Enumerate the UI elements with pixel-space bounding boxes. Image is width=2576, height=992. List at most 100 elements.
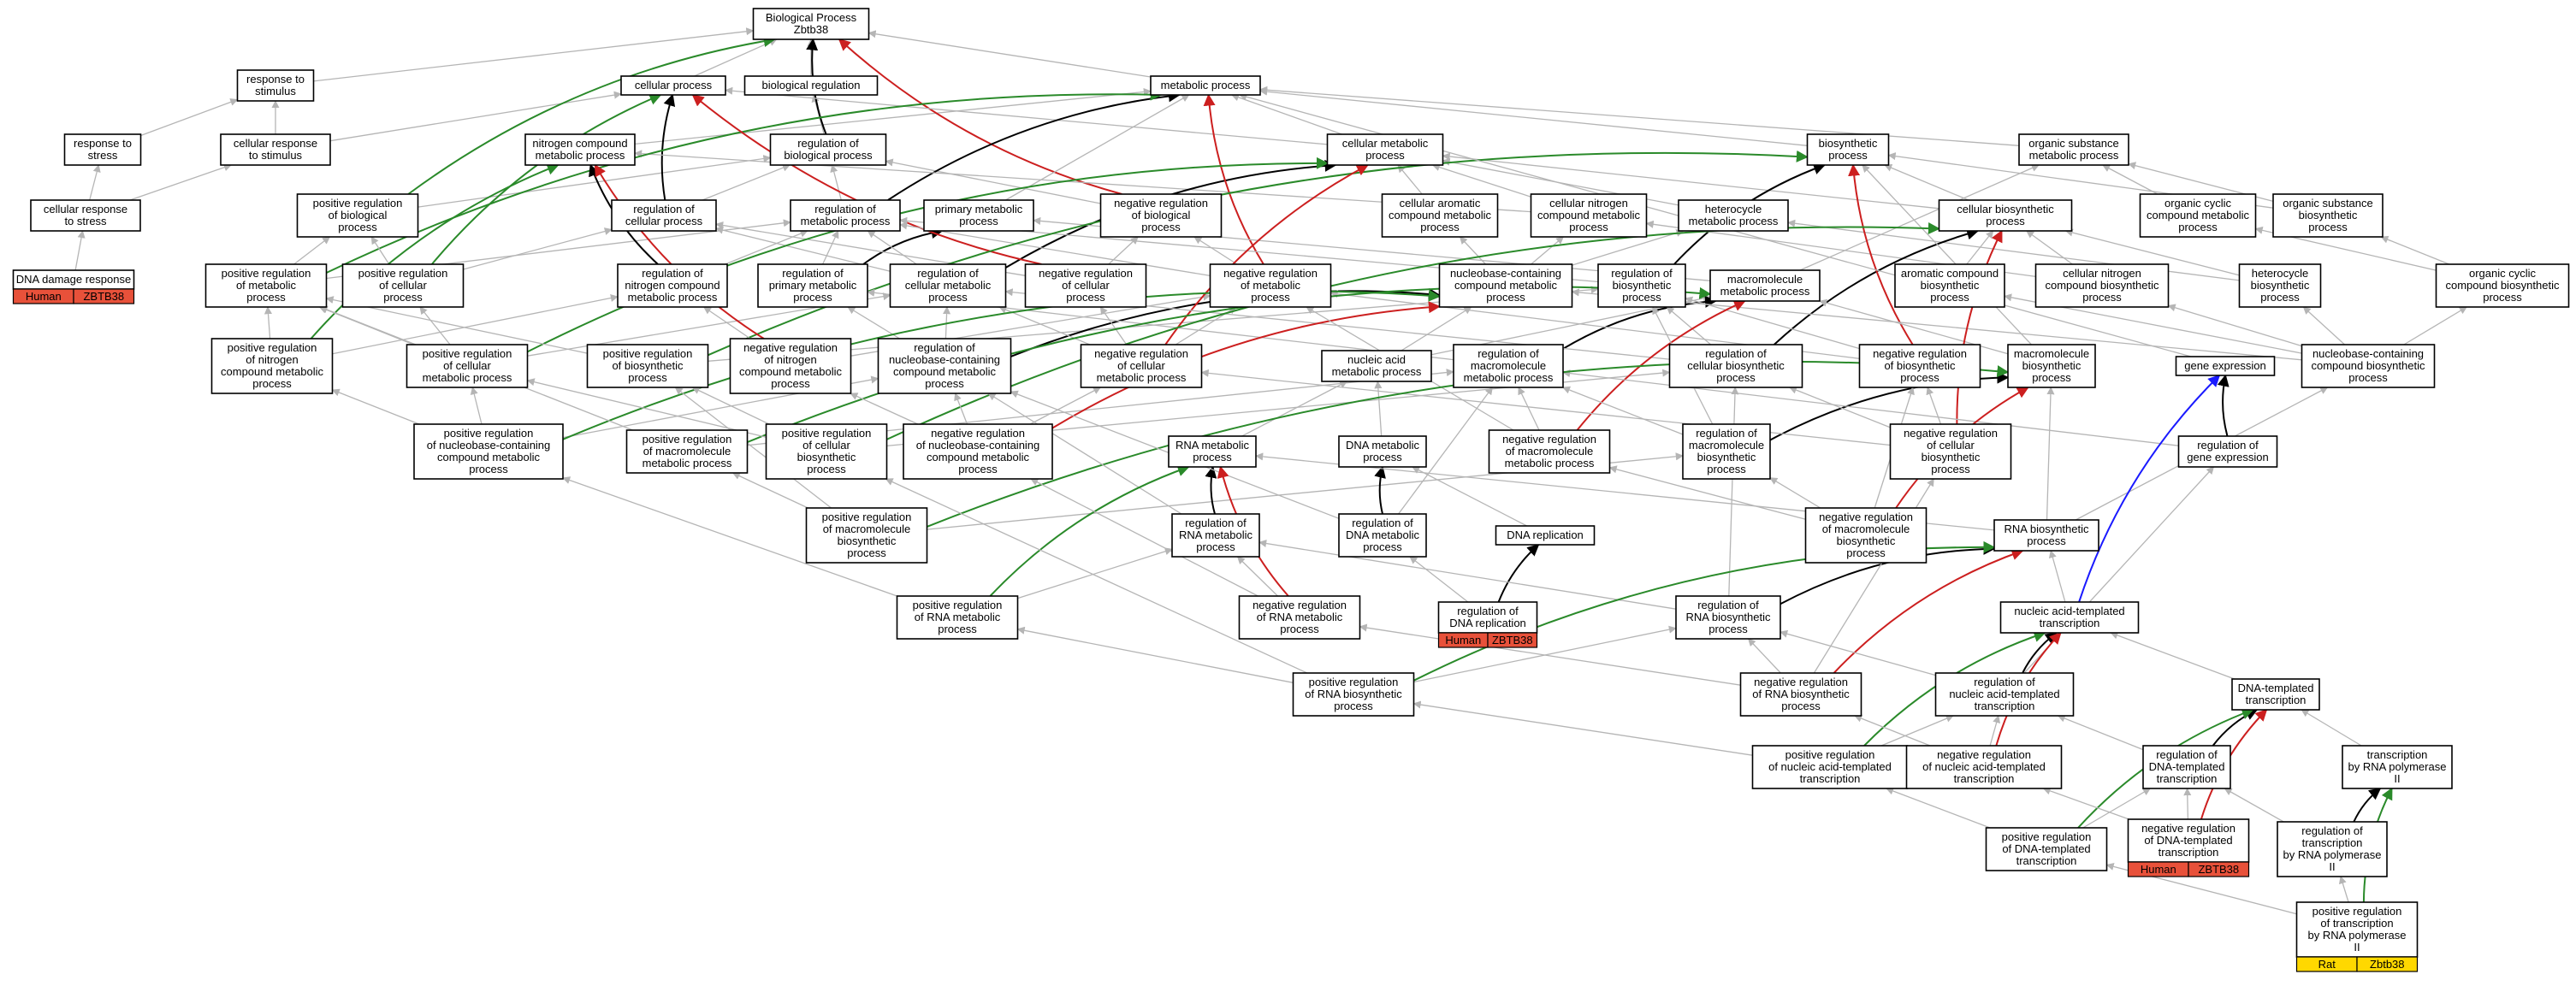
go-term-label-line: of RNA metabolic (915, 611, 1001, 623)
edge-regulates-rrnabp-to-rnabp (1780, 542, 1996, 605)
go-term-label-line: positive regulation (444, 427, 534, 440)
go-term-label-line: DNA metabolic (1346, 439, 1419, 452)
go-term-node-cp[interactable]: cellular process (620, 75, 726, 96)
go-term-label-line: by RNA polymerase (2348, 760, 2447, 773)
go-term-node-rmbp[interactable]: regulation ofmacromoleculebiosyntheticpr… (1682, 423, 1771, 480)
go-term-node-drep[interactable]: DNA replication (1495, 525, 1596, 546)
go-term-node-rnccmp[interactable]: regulation ofnucleobase-containingcompou… (877, 338, 1012, 394)
go-term-node-mp[interactable]: metabolic process (1150, 75, 1261, 96)
go-term-label-line: to stimulus (249, 149, 303, 162)
edge-positively-regulates-prrnamp-to-rnamp (989, 464, 1190, 597)
go-term-node-ge[interactable]: gene expression (2175, 356, 2276, 376)
go-term-box (2342, 745, 2453, 789)
go-term-box (1806, 133, 1890, 166)
go-term-node-br[interactable]: biological regulation (743, 75, 879, 96)
go-term-label-line: metabolic process (1161, 79, 1251, 92)
go-term-box (2127, 818, 2250, 863)
annotation-species-label: Human (2141, 863, 2176, 876)
go-term-label-line: transcription (1975, 700, 2035, 712)
edge-is-a-rpmp-to-rmp (822, 230, 839, 265)
edge-is-a-hbp-to-cbp (2064, 228, 2240, 276)
